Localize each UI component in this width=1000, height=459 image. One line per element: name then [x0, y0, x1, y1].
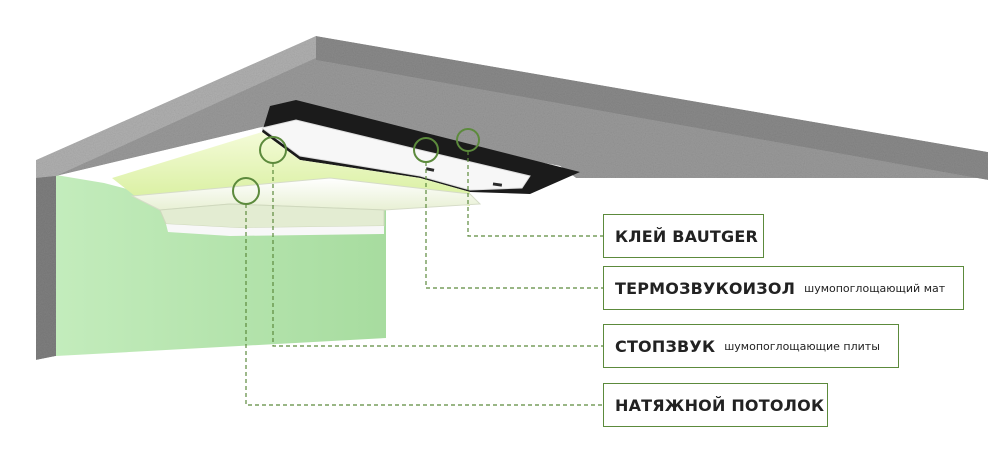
label-mat-title: ТЕРМОЗВУКОИЗОЛ	[615, 278, 796, 298]
leader-lines	[245, 151, 603, 406]
label-mat: ТЕРМОЗВУКОИЗОЛ шумопоглощающий мат	[603, 266, 964, 310]
acoustic-panels	[260, 119, 531, 191]
label-plates-title: СТОПЗВУК	[615, 336, 716, 356]
label-plates: СТОПЗВУК шумопоглощающие плиты	[603, 324, 899, 368]
leader-line-glue	[467, 151, 603, 237]
label-plates-note: шумопоглощающие плиты	[724, 339, 880, 353]
concrete-wall	[36, 164, 56, 360]
leader-line-ceiling	[245, 204, 603, 406]
leader-line-plates	[272, 163, 603, 347]
leader-line-mat	[425, 162, 603, 289]
concrete-slab	[36, 36, 988, 180]
stretch-ceiling	[130, 177, 482, 236]
label-glue-title: КЛЕЙ BAUTGER	[615, 226, 759, 246]
label-ceiling: НАТЯЖНОЙ ПОТОЛОК	[603, 383, 828, 427]
label-glue: КЛЕЙ BAUTGER	[603, 214, 764, 258]
label-ceiling-title: НАТЯЖНОЙ ПОТОЛОК	[615, 395, 825, 415]
label-mat-note: шумопоглощающий мат	[804, 281, 946, 295]
